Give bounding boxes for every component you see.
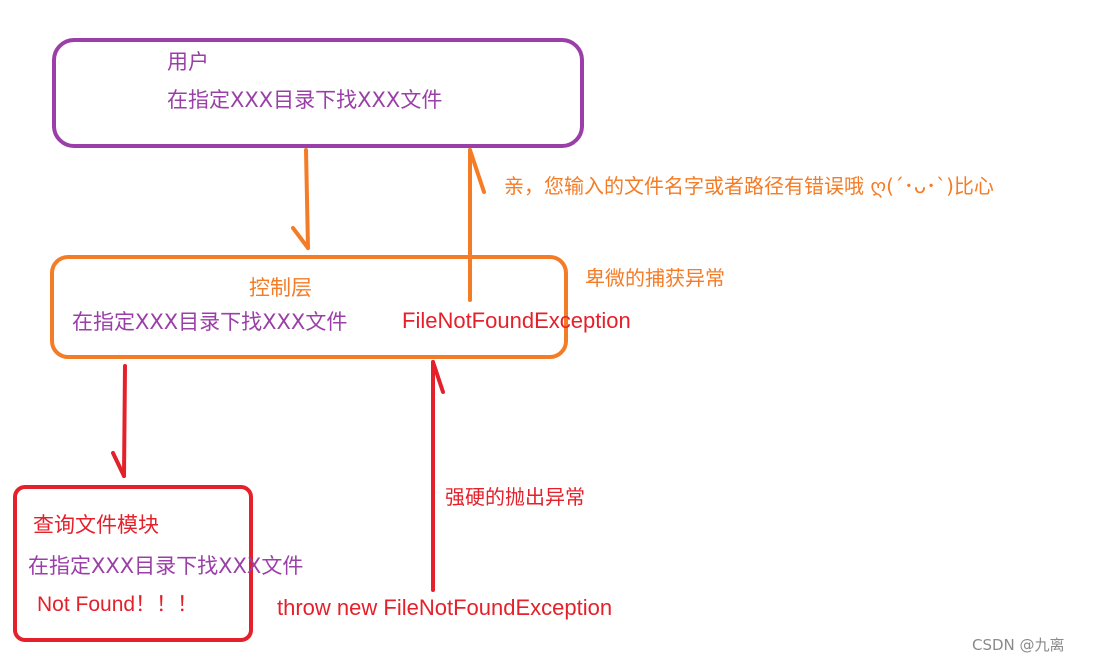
query-module-box <box>13 485 253 642</box>
control-box-line: 在指定XXX目录下找XXX文件 <box>72 310 348 334</box>
query-box-title: 查询文件模块 <box>33 513 159 537</box>
label-throw-statement: throw new FileNotFoundException <box>277 595 613 620</box>
arrow-query-to-control <box>431 360 445 592</box>
query-box-line: 在指定XXX目录下找XXX文件 <box>28 554 304 578</box>
user-box-title: 用户 <box>167 50 209 74</box>
query-box-result: Not Found！！！ <box>37 593 199 616</box>
user-box-line: 在指定XXX目录下找XXX文件 <box>167 88 443 112</box>
label-throw-exception: 强硬的抛出异常 <box>445 485 585 509</box>
user-box <box>52 38 584 148</box>
csdn-watermark: CSDN @九离⁠ <box>972 636 1065 654</box>
control-box-exception: FileNotFoundException <box>402 308 631 333</box>
control-box-title: 控制层 <box>249 276 312 300</box>
control-layer-box <box>50 255 568 359</box>
label-reply-to-user: 亲，您输入的文件名字或者路径有错误哦 ღ(´･ᴗ･`)比心 <box>504 174 994 198</box>
label-catch-exception: 卑微的捕获异常 <box>585 266 725 290</box>
arrow-user-to-control <box>291 148 310 250</box>
arrow-control-to-query <box>111 364 127 478</box>
arrow-control-to-user <box>468 148 486 302</box>
